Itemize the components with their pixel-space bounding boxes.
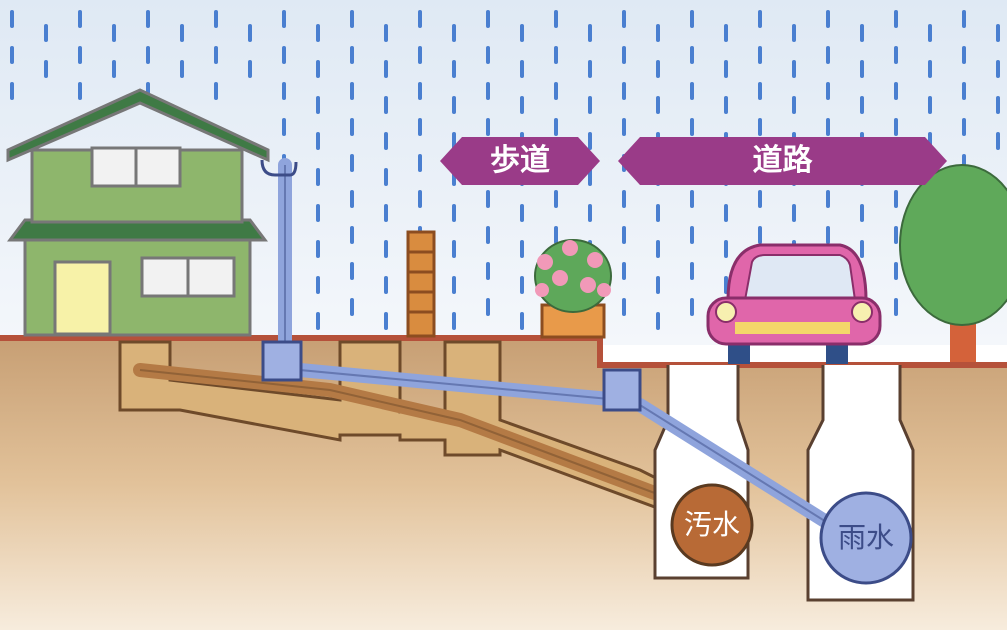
house [6, 88, 270, 337]
rainwater-label: 雨水 [837, 521, 894, 554]
tree [899, 164, 1007, 362]
rain-catch-basin [261, 340, 303, 382]
ground-surface-line [0, 335, 1007, 368]
sidewalk-label: 歩道 [490, 143, 550, 178]
sewage-main [670, 483, 754, 567]
road-catch-basin [602, 368, 642, 412]
car [706, 243, 882, 364]
road-label: 道路 [752, 143, 813, 178]
flower-planter [534, 239, 612, 339]
brick-wall [406, 230, 436, 338]
sidewalk-sign-bg [440, 137, 600, 185]
rain-main [819, 491, 913, 585]
sewage-label: 汚水 [683, 508, 740, 541]
road-sign-bg [618, 137, 947, 185]
